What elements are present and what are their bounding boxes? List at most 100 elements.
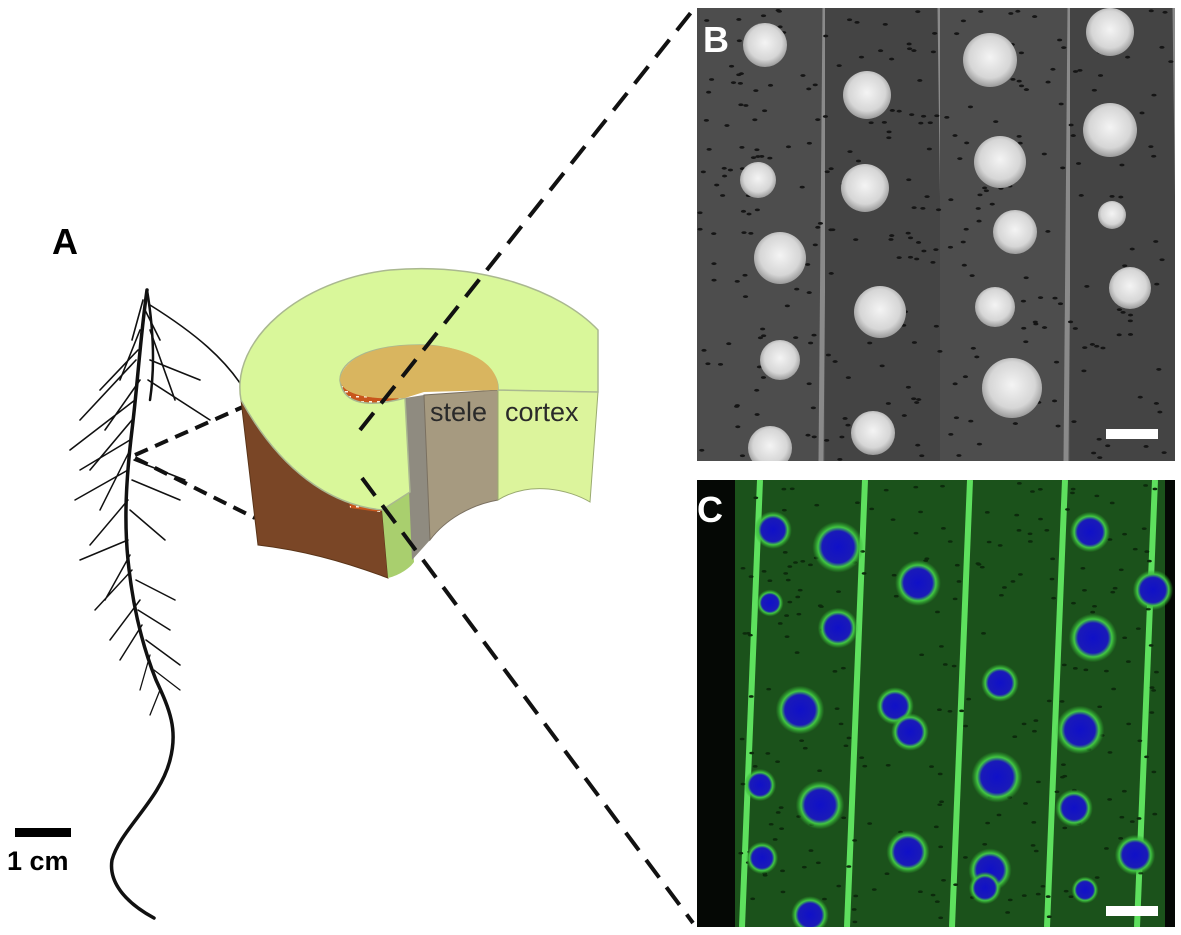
sem-pore — [736, 73, 742, 77]
sem-pore — [760, 327, 766, 331]
sem-pore — [1008, 12, 1014, 15]
sem-pore — [1071, 420, 1077, 424]
fl-nucleus — [891, 713, 929, 751]
fl-pore — [785, 578, 791, 582]
fl-pore — [1092, 604, 1097, 608]
fl-pore — [1141, 527, 1147, 530]
fl-pore — [766, 687, 772, 691]
sem-pore — [805, 263, 811, 266]
sem-pore — [1109, 194, 1115, 198]
fl-pore — [1027, 540, 1033, 543]
sem-pore — [905, 385, 912, 389]
fl-pore — [1061, 663, 1067, 667]
sem-cell-wall — [1172, 8, 1175, 197]
sem-pore — [906, 47, 913, 51]
fl-pore — [1111, 687, 1117, 691]
sem-pore — [1151, 154, 1157, 158]
sem-pore — [1058, 102, 1064, 106]
sem-pore — [954, 32, 960, 36]
sem-pore — [839, 435, 845, 439]
fl-pore — [1118, 568, 1124, 572]
sem-pore — [921, 249, 927, 253]
fl-cell-wall — [949, 480, 973, 927]
fl-pore — [1027, 532, 1033, 536]
sem-pore — [927, 121, 933, 125]
cortex-cut-face — [497, 389, 599, 503]
fl-pore — [959, 709, 965, 713]
sem-pore — [963, 227, 969, 231]
fl-pore — [1040, 884, 1046, 888]
fl-pore — [784, 635, 790, 638]
sem-pore — [1129, 247, 1135, 251]
fl-pore — [797, 588, 803, 592]
fl-pore — [1126, 722, 1132, 726]
sem-pore — [836, 64, 842, 68]
sem-pore — [1153, 402, 1159, 405]
sem-pore — [886, 136, 892, 140]
fl-nucleus — [886, 830, 930, 874]
sem-pore — [855, 159, 862, 163]
sem-pore — [888, 238, 894, 241]
sem-pore — [1116, 333, 1122, 337]
sem-pore — [812, 243, 818, 247]
scale-bar-a — [15, 828, 71, 837]
fl-pore — [937, 708, 942, 712]
fl-pore — [1151, 770, 1157, 774]
sem-pore — [1139, 111, 1145, 115]
fl-pore — [941, 878, 946, 882]
fl-pore — [841, 816, 847, 820]
sem-pore — [823, 34, 829, 38]
fl-nucleus — [754, 511, 792, 549]
sem-pore — [810, 406, 816, 410]
fl-pore — [963, 856, 968, 859]
sem-nucleus — [1083, 103, 1137, 157]
sem-pore — [915, 10, 921, 14]
sem-pore — [858, 55, 865, 59]
sem-nucleus — [743, 23, 787, 67]
sem-pore — [1120, 310, 1126, 314]
sem-pore — [1097, 456, 1103, 460]
sem-pore — [1057, 302, 1064, 306]
fl-pore — [1046, 699, 1052, 703]
sem-pore — [846, 18, 853, 22]
sem-pore — [767, 156, 773, 160]
sem-nucleus — [854, 286, 906, 338]
fl-pore — [956, 580, 962, 583]
sem-pore — [909, 113, 915, 117]
sem-pore — [975, 207, 981, 210]
sem-pore — [914, 401, 920, 404]
fl-pore — [1014, 513, 1020, 517]
sem-pore — [933, 248, 939, 252]
fl-pore — [1016, 529, 1022, 532]
sem-pore — [911, 206, 917, 210]
fl-pore — [1033, 719, 1039, 722]
sem-pore — [760, 376, 767, 379]
sem-pore — [1072, 70, 1079, 73]
fl-pore — [853, 894, 859, 898]
sem-pore — [1154, 282, 1160, 286]
sem-pore — [960, 240, 966, 244]
fl-pore — [1021, 722, 1027, 726]
fl-pore — [885, 764, 891, 767]
fl-pore — [808, 563, 813, 567]
sem-nucleus — [740, 162, 776, 198]
sem-pore — [1091, 451, 1097, 455]
fl-pore — [1062, 826, 1068, 830]
sem-pore — [847, 150, 853, 153]
sem-pore — [711, 278, 717, 282]
sem-pore — [896, 109, 902, 113]
sem-nucleus — [975, 287, 1015, 327]
sem-pore — [1045, 230, 1051, 233]
sem-pore — [697, 211, 703, 215]
sem-pore — [1023, 340, 1029, 344]
fl-pore — [867, 822, 873, 825]
fl-pore — [1065, 508, 1070, 511]
sem-pore — [828, 272, 834, 275]
sem-pore — [1119, 163, 1125, 167]
sem-pore — [1020, 299, 1027, 303]
fl-nucleus — [1055, 789, 1093, 827]
sem-pore — [967, 105, 974, 109]
fl-pore — [1005, 911, 1011, 914]
fl-pore — [846, 736, 852, 740]
sem-pore — [736, 39, 742, 43]
